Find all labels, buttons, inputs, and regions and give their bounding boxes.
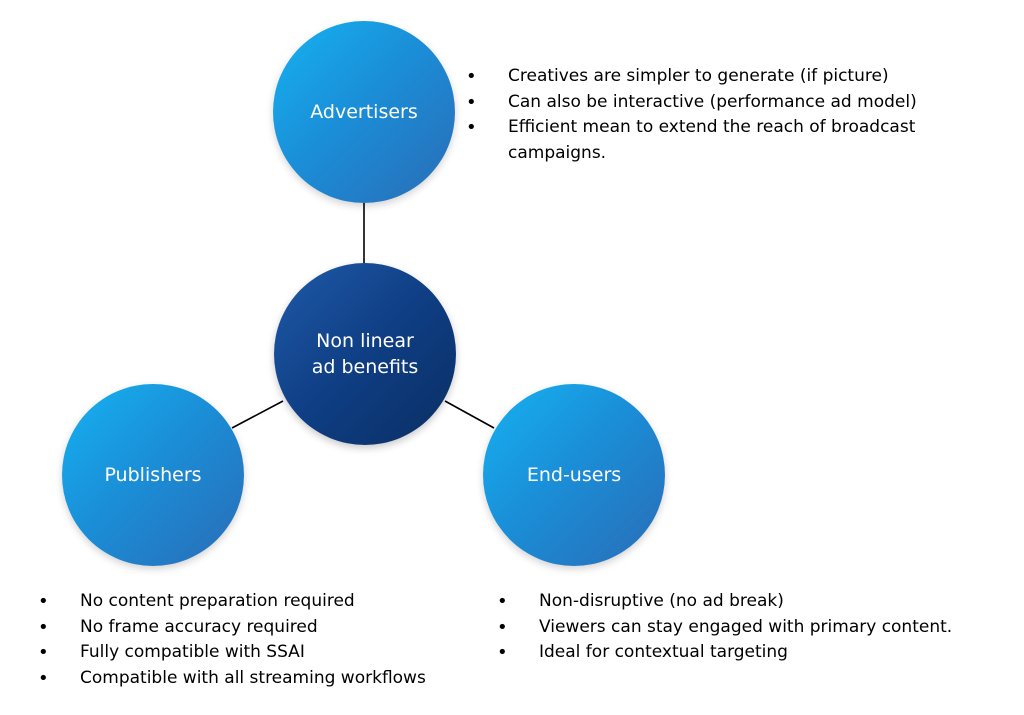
advertisers-label: Advertisers [310,101,418,123]
publishers-benefits-list: No content preparation required No frame… [38,589,478,691]
list-item: Efficient mean to extend the reach of br… [466,115,986,166]
list-item: Creatives are simpler to generate (if pi… [466,64,986,90]
list-item: Ideal for contextual targeting [497,640,1017,666]
list-item: Compatible with all streaming workflows [38,666,478,692]
list-item: No content preparation required [38,589,478,615]
publishers-node: Publishers [62,384,244,566]
advertisers-node: Advertisers [273,21,455,203]
list-item: No frame accuracy required [38,615,478,641]
list-item: Can also be interactive (performance ad … [466,90,986,116]
advertisers-benefits-list: Creatives are simpler to generate (if pi… [466,64,986,166]
end-users-node: End-users [483,384,665,566]
end-users-label: End-users [526,464,622,486]
list-item: Viewers can stay engaged with primary co… [497,615,1017,641]
list-item: Non-disruptive (no ad break) [497,589,1017,615]
connector-publishers [231,400,284,429]
center-node: Non linear ad benefits [274,263,456,445]
end-users-benefits-list: Non-disruptive (no ad break) Viewers can… [497,589,1017,666]
list-item: Fully compatible with SSAI [38,640,478,666]
publishers-label: Publishers [104,464,202,486]
center-label: Non linear ad benefits [311,330,419,378]
connector-endusers [444,400,495,429]
